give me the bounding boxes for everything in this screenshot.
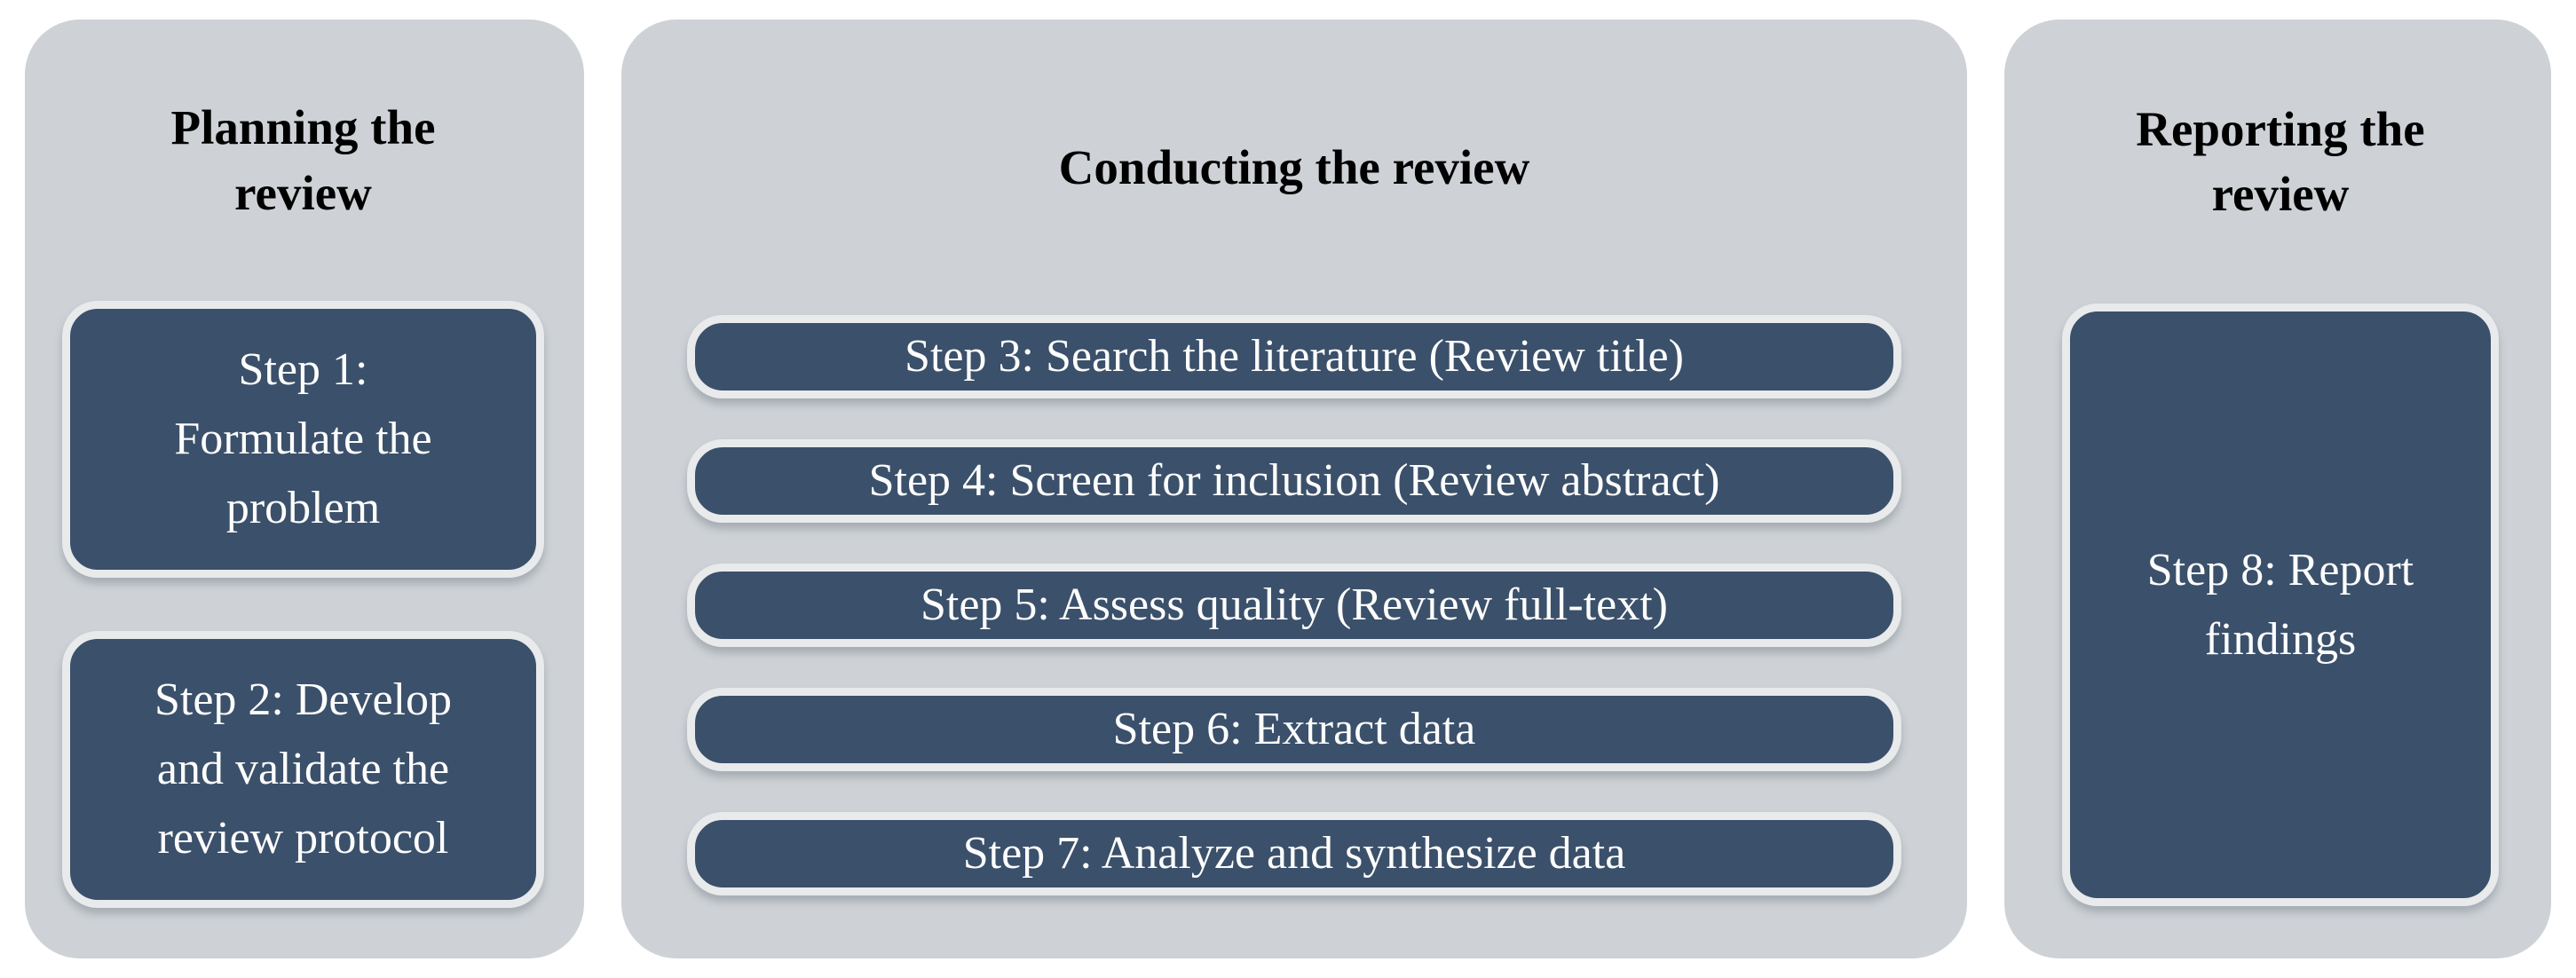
steps-list-conducting: Step 3: Search the literature (Review ti…	[687, 315, 1901, 895]
step-box-4: Step 4: Screen for inclusion (Review abs…	[687, 439, 1901, 523]
panel-title-conducting: Conducting the review	[1058, 139, 1530, 194]
step-box-5: Step 5: Assess quality (Review full-text…	[687, 564, 1901, 647]
step-box-7: Step 7: Analyze and synthesize data	[687, 812, 1901, 895]
step-box-6: Step 6: Extract data	[687, 688, 1901, 771]
step-label-8: Step 8: Report findings	[2146, 544, 2414, 665]
panel-title-planning: Planning the review	[170, 100, 436, 220]
step-label-6: Step 6: Extract data	[1112, 704, 1476, 754]
step-label-1: Step 1: Formulate the problem	[174, 344, 432, 533]
step-box-8: Step 8: Report findings	[2062, 304, 2499, 906]
step-box-3: Step 3: Search the literature (Review ti…	[687, 315, 1901, 398]
panel-title-reporting: Reporting the review	[2136, 101, 2425, 221]
step-label-3: Step 3: Search the literature (Review ti…	[905, 331, 1684, 382]
step-box-2: Step 2: Develop and validate the review …	[62, 631, 544, 908]
step-label-7: Step 7: Analyze and synthesize data	[962, 828, 1626, 879]
step-box-1: Step 1: Formulate the problem	[62, 301, 544, 578]
step-label-5: Step 5: Assess quality (Review full-text…	[920, 580, 1668, 630]
steps-list-reporting: Step 8: Report findings	[2062, 304, 2499, 906]
step-label-2: Step 2: Develop and validate the review …	[154, 674, 453, 864]
step-label-4: Step 4: Screen for inclusion (Review abs…	[868, 455, 1720, 506]
